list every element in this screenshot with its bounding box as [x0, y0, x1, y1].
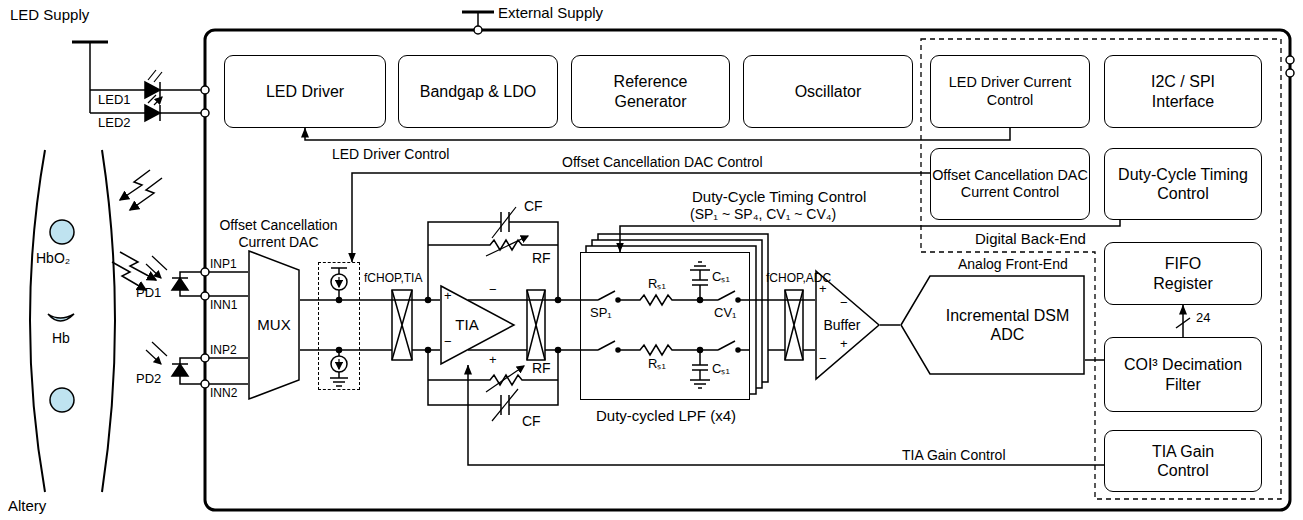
- connector-line: [880, 324, 900, 326]
- signal-label: Altery: [8, 497, 46, 514]
- signal-label: −: [840, 296, 848, 311]
- signal-label: HbO₂: [36, 250, 70, 266]
- process-box: Oscillator: [743, 55, 913, 128]
- connector-line: [468, 365, 1104, 465]
- signal-label: Cₛ₁: [712, 362, 730, 377]
- signal-label: Rₛ₁: [648, 357, 666, 372]
- node-label: LED Driver: [266, 82, 344, 101]
- node-label: TIA Gain Control: [1128, 442, 1238, 480]
- current-dac: Offset Cancellation Current DAC: [318, 262, 360, 390]
- node-label: Incremental DSM ADC: [935, 306, 1080, 344]
- signal-label: Hb: [52, 330, 70, 346]
- signal-label: (SP₁ ~ SP₄, CV₁ ~ CV₄): [690, 206, 836, 222]
- node-label: COI³ Decimation Filter: [1121, 355, 1246, 393]
- connector-line: [352, 173, 930, 262]
- signal-label: LED1: [98, 93, 131, 108]
- signal-label: LED Supply: [10, 6, 89, 23]
- signal-label: INP2: [210, 344, 237, 358]
- signal-label: +: [444, 289, 452, 304]
- shape-outline: [900, 275, 1085, 375]
- signal-label: RF: [532, 250, 551, 266]
- connector-line: [750, 299, 815, 301]
- signal-label: +: [840, 337, 848, 352]
- shape-outline: [921, 39, 1281, 499]
- signal-label: LED2: [98, 116, 131, 131]
- edge-label: TIA Gain Control: [900, 447, 1008, 463]
- process-box: FIFO Register: [1104, 242, 1262, 305]
- signal-label: −: [819, 352, 827, 367]
- text-holder: Incremental DSM ADC: [935, 275, 1080, 375]
- signal-label: CF: [524, 198, 543, 214]
- adc-block: Incremental DSM ADC: [900, 275, 1085, 375]
- shape-outline: [816, 271, 879, 379]
- shape-outline: [249, 251, 299, 399]
- mux-trapezoid: MUX: [248, 250, 300, 400]
- node-label: Bandgap & LDO: [420, 82, 537, 101]
- node-label: Duty-cycled LPF (x4): [581, 407, 751, 425]
- signal-label: PD2: [136, 372, 161, 387]
- process-box: LED Driver Current Control: [930, 55, 1090, 128]
- text-holder: Digital Back-End: [975, 230, 1086, 248]
- signal-label: Analog Front-End: [958, 256, 1068, 272]
- shape-outline: [901, 276, 1084, 374]
- node-label: Digital Back-End: [975, 230, 1086, 248]
- node-label: Offset Cancellation DAC Current Control: [931, 167, 1089, 202]
- connector-line: [1182, 305, 1184, 337]
- process-box: Bandgap & LDO: [398, 55, 558, 128]
- signal-label: fCHOP,TIA: [364, 272, 422, 286]
- signal-label: CV₁: [714, 306, 736, 321]
- edge-label: LED Driver Control: [330, 146, 451, 162]
- chip-outline: [205, 30, 1290, 510]
- process-box: Offset Cancellation DAC Current Control: [930, 148, 1090, 220]
- node-label: Reference Generator: [596, 72, 706, 110]
- node-label: FIFO Register: [1143, 254, 1223, 292]
- edge-label: 24: [1194, 311, 1212, 326]
- node-label: Offset Cancellation Current DAC: [211, 217, 346, 251]
- connector-line: [305, 128, 1010, 140]
- signal-label: +: [819, 282, 827, 297]
- process-box: LED Driver: [224, 55, 386, 128]
- node-label: I2C / SPI Interface: [1133, 72, 1233, 110]
- signal-label: CF: [522, 413, 541, 429]
- edge-label: Offset Cancellation DAC Control: [560, 154, 765, 170]
- signal-label: +: [489, 353, 497, 368]
- text-holder: Duty-cycled LPF (x4): [581, 407, 751, 425]
- signal-label: −: [489, 283, 497, 298]
- process-box: Duty-Cycle Timing Control: [1104, 148, 1262, 220]
- shape-outline: [441, 286, 514, 364]
- connector-line: [620, 220, 1120, 252]
- edge-label: Duty-Cycle Timing Control: [690, 188, 868, 205]
- node-label: Buffer: [823, 317, 860, 334]
- signal-label: SP₁: [590, 306, 612, 321]
- node-label: Duty-Cycle Timing Control: [1113, 165, 1253, 203]
- process-box: I2C / SPI Interface: [1104, 55, 1262, 128]
- signal-label: −: [444, 335, 452, 350]
- signal-label: RF: [532, 360, 551, 376]
- signal-label: INN2: [210, 387, 237, 401]
- signal-label: Rₛ₁: [648, 277, 666, 292]
- connector-line: [300, 299, 440, 301]
- node-label: LED Driver Current Control: [931, 74, 1089, 109]
- connector-line: [515, 299, 580, 301]
- text-holder: MUX: [248, 250, 300, 400]
- signal-label: Cₛ₁: [712, 270, 730, 285]
- signal-label: External Supply: [498, 4, 603, 21]
- node-label: TIA: [455, 316, 478, 334]
- signal-label: INN1: [210, 299, 237, 313]
- node-label: MUX: [257, 316, 290, 334]
- process-box: COI³ Decimation Filter: [1104, 337, 1262, 412]
- signal-label: PD1: [136, 286, 161, 301]
- process-box: Reference Generator: [571, 55, 730, 128]
- process-box: TIA Gain Control: [1104, 430, 1262, 492]
- text-holder: Offset Cancellation Current DAC: [211, 217, 346, 251]
- node-label: Oscillator: [795, 82, 862, 101]
- signal-label: INP1: [210, 258, 237, 272]
